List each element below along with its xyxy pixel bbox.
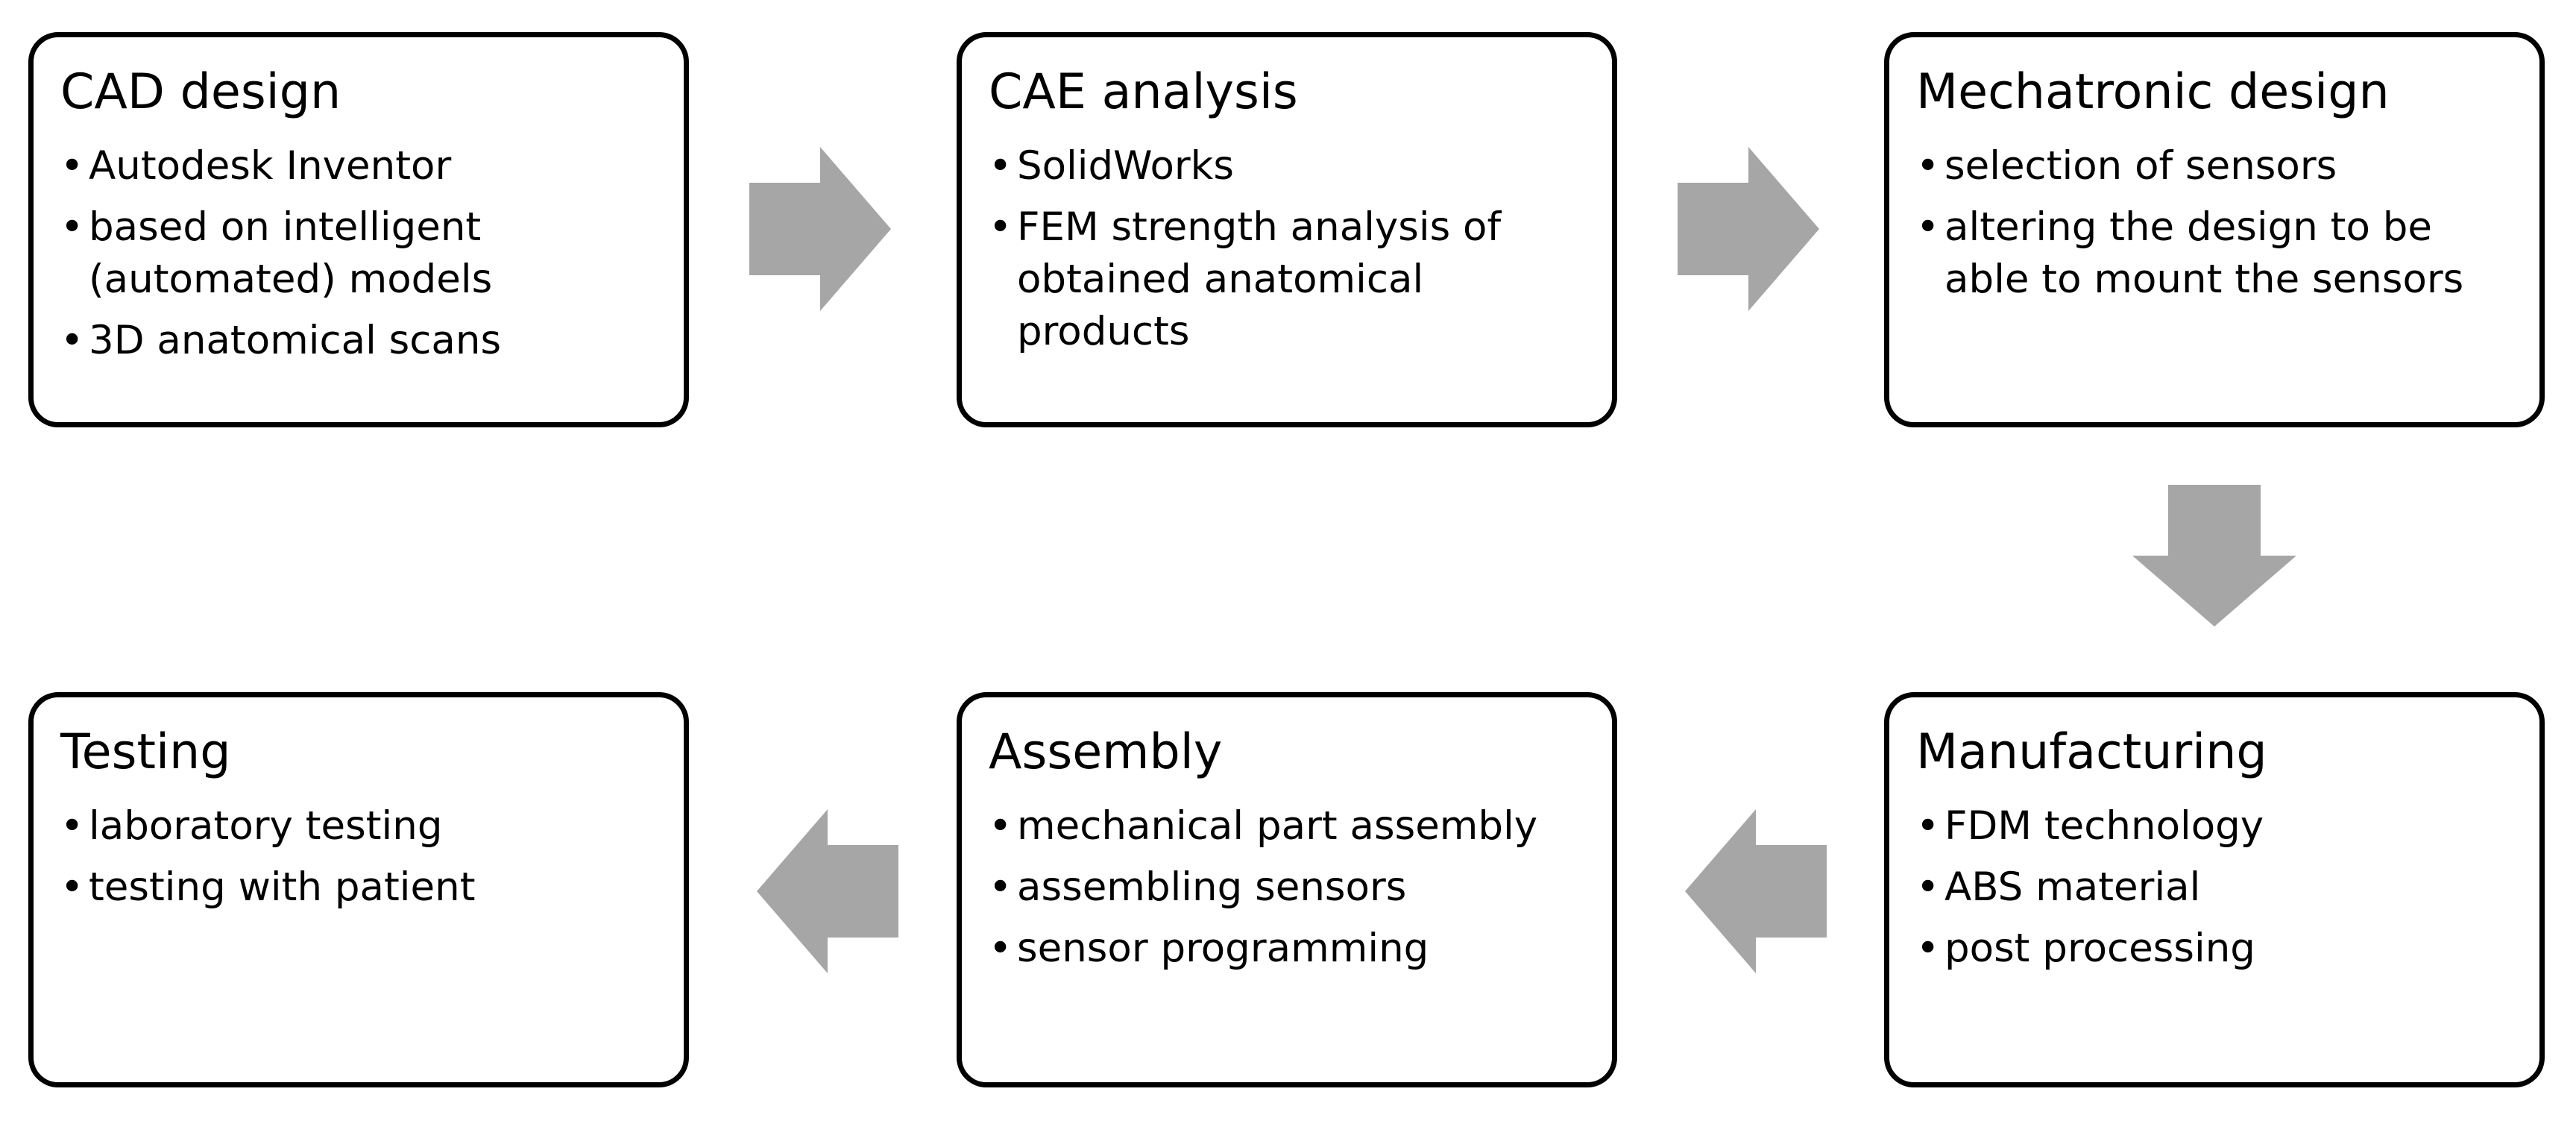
step-box-mechatronic-design: Mechatronic design selection of sensors …	[1884, 32, 2545, 427]
step-title: CAD design	[60, 64, 341, 120]
arrow-left-icon	[1685, 809, 1827, 973]
step-box-manufacturing: Manufacturing FDM technology ABS materia…	[1884, 692, 2545, 1087]
step-bullet-list: laboratory testing testing with patient	[60, 800, 657, 914]
step-bullet-list: mechanical part assembly assembling sens…	[989, 800, 1585, 975]
bullet-item: Autodesk Inventor	[60, 140, 657, 192]
bullet-item: FDM technology	[1916, 800, 2513, 852]
bullet-item: selection of sensors	[1916, 140, 2513, 192]
arrow-down-icon	[2132, 485, 2296, 627]
arrow-right-icon	[749, 147, 891, 311]
step-bullet-list: selection of sensors altering the design…	[1916, 140, 2513, 306]
bullet-item: post processing	[1916, 923, 2513, 975]
step-title: CAE analysis	[989, 64, 1298, 120]
step-bullet-list: Autodesk Inventor based on intelligent (…	[60, 140, 657, 367]
bullet-item: assembling sensors	[989, 861, 1585, 914]
step-box-testing: Testing laboratory testing testing with …	[28, 692, 689, 1087]
step-title: Assembly	[989, 724, 1223, 780]
bullet-item: sensor programming	[989, 923, 1585, 975]
bullet-item: based on intelligent (automated) models	[60, 201, 657, 306]
step-bullet-list: FDM technology ABS material post process…	[1916, 800, 2513, 975]
bullet-item: laboratory testing	[60, 800, 657, 852]
bullet-item: SolidWorks	[989, 140, 1585, 192]
step-title: Mechatronic design	[1916, 64, 2390, 120]
step-box-cae-analysis: CAE analysis SolidWorks FEM strength ana…	[957, 32, 1617, 427]
arrow-right-icon	[1678, 147, 1819, 311]
bullet-item: altering the design to be able to mount …	[1916, 201, 2513, 306]
step-title: Manufacturing	[1916, 724, 2267, 780]
bullet-item: ABS material	[1916, 861, 2513, 914]
arrow-left-icon	[757, 809, 898, 973]
step-box-cad-design: CAD design Autodesk Inventor based on in…	[28, 32, 689, 427]
bullet-item: mechanical part assembly	[989, 800, 1585, 852]
bullet-item: testing with patient	[60, 861, 657, 914]
step-box-assembly: Assembly mechanical part assembly assemb…	[957, 692, 1617, 1087]
step-title: Testing	[60, 724, 231, 780]
step-bullet-list: SolidWorks FEM strength analysis of obta…	[989, 140, 1585, 358]
bullet-item: 3D anatomical scans	[60, 315, 657, 367]
bullet-item: FEM strength analysis of obtained anatom…	[989, 201, 1585, 358]
